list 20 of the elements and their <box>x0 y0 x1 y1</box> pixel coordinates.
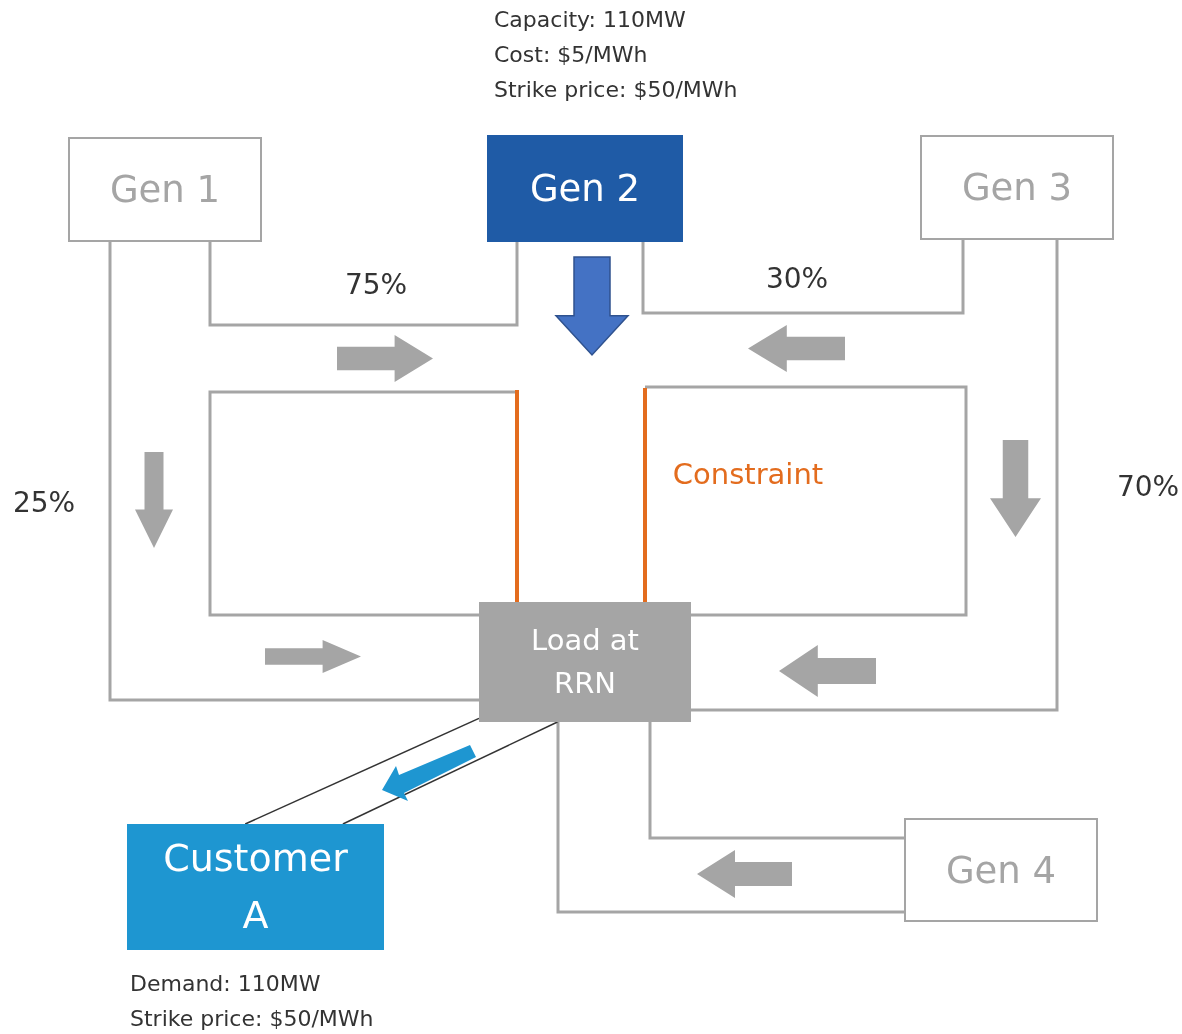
node-note: Cost: $5/MWh <box>494 41 649 69</box>
connector-line <box>108 242 479 702</box>
connector-line <box>691 240 1059 712</box>
connector-line <box>244 717 480 825</box>
generator-box: Gen 4 <box>904 818 1098 922</box>
node-note: Strike price: $50/MWh <box>494 76 738 104</box>
load-box: Load at RRN <box>479 602 691 722</box>
generator-box: Gen 3 <box>920 135 1114 240</box>
customer-box: Customer A <box>127 824 384 950</box>
generator-box: Gen 2 <box>487 135 683 242</box>
connector-line <box>641 240 965 315</box>
connector-line <box>648 722 904 840</box>
node-note: Capacity: 110MW <box>494 6 687 34</box>
constraint-label: Constraint <box>672 457 824 491</box>
node-note: Demand: 110MW <box>130 970 322 998</box>
connector-line <box>208 242 519 327</box>
generator-box: Gen 1 <box>68 137 262 242</box>
connector-line <box>556 722 904 914</box>
node-note: Strike price: $50/MWh <box>130 1005 374 1033</box>
connector-line <box>342 721 559 825</box>
